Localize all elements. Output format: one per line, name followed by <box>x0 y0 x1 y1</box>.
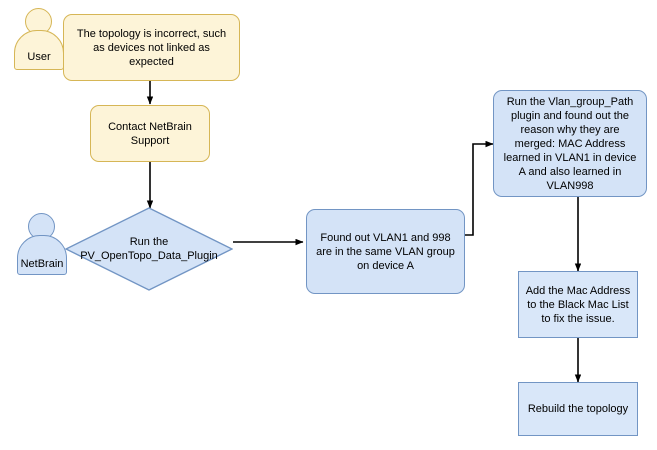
node-contact-support[interactable]: Contact NetBrain Support <box>90 105 210 162</box>
node-rebuild[interactable]: Rebuild the topology <box>518 382 638 436</box>
actor-netbrain: NetBrain <box>16 213 68 275</box>
actor-user: User <box>13 8 65 70</box>
netbrain-body-icon <box>17 235 67 275</box>
node-add-mac[interactable]: Add the Mac Address to the Black Mac Lis… <box>518 271 638 338</box>
edge-found-vlan-to-vlan-group-path <box>465 140 494 236</box>
node-run-plugin[interactable]: Run the PV_OpenTopo_Data_Plugin <box>65 207 233 291</box>
node-issue[interactable]: The topology is incorrect, such as devic… <box>63 14 240 81</box>
node-found-vlan[interactable]: Found out VLAN1 and 998 are in the same … <box>306 209 465 294</box>
node-run-plugin-label: Run the PV_OpenTopo_Data_Plugin <box>80 236 218 262</box>
node-vlan-group-path[interactable]: Run the Vlan_group_Path plugin and found… <box>493 90 647 197</box>
diamond-shape-icon <box>65 207 233 291</box>
actor-user-label: User <box>27 51 51 63</box>
actor-netbrain-label: NetBrain <box>20 258 64 270</box>
user-body-icon <box>14 30 64 70</box>
